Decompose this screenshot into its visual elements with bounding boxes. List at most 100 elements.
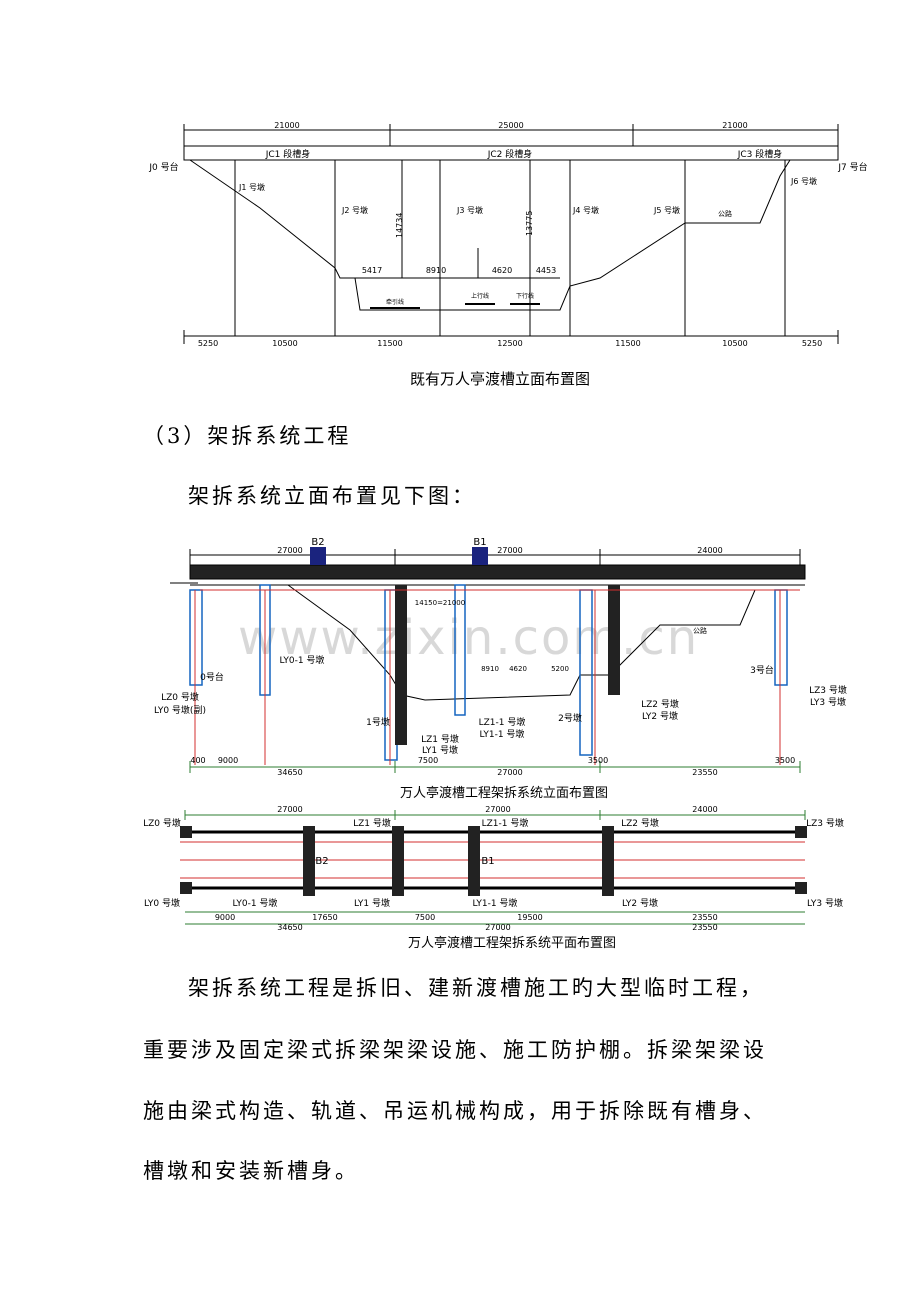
fig2-note: 公路: [693, 626, 707, 635]
paragraph-line: 重要涉及固定梁式拆梁架梁设施、施工防护棚。拆梁架梁设: [143, 1038, 767, 1062]
fig3-top-label: LZ2 号墩: [621, 817, 659, 829]
fig3-bottom-dim: 9000: [215, 913, 235, 922]
fig1-mid-dim: 5417: [362, 266, 382, 275]
fig2-support-label: LZ1-1 号墩: [479, 716, 526, 728]
fig2-note: 4620: [509, 665, 527, 673]
fig1-height-dim: 14734: [395, 213, 404, 238]
fig1-bottom-dim: 10500: [272, 339, 297, 348]
fig2-bottom-dim: 23550: [692, 768, 717, 777]
fig2-top-dim: 24000: [697, 546, 722, 555]
intro-text: 架拆系统立面布置见下图：: [188, 484, 476, 508]
fig1-mid-dim: 8910: [426, 266, 446, 275]
fig1-top-dim: 21000: [274, 121, 299, 130]
fig2-support-label: LY0 号墩(副): [154, 704, 206, 716]
dismantling-system-plan-drawing: 27000 27000 24000 LZ0 号墩 LZ1 号墩 LZ1-1 号墩…: [143, 805, 844, 930]
fig2-top-dim: 27000: [497, 546, 522, 555]
fig3-bottom-dim: 23550: [692, 913, 717, 922]
fig2-bottom-dim: 3500: [588, 756, 608, 765]
fig3-crane-label: B1: [481, 856, 494, 867]
fig1-road-label: 公路: [718, 209, 732, 218]
section-heading: （3）架拆系统工程: [143, 424, 352, 448]
fig3-top-label: LZ0 号墩: [143, 817, 181, 829]
fig2-pier-label: 2号墩: [558, 712, 582, 724]
fig1-abutment-label: J7 号台: [837, 161, 867, 173]
fig2-support-label: LY3 号墩: [810, 696, 846, 708]
fig2-support-label: LZ1 号墩: [421, 733, 459, 745]
fig3-top-dim: 27000: [277, 805, 302, 814]
fig3-bottom-dim: 27000: [485, 923, 510, 930]
fig1-bottom-dim: 12500: [497, 339, 522, 348]
paragraph-line: 施由梁式构造、轨道、吊运机械构成，用于拆除既有槽身、: [143, 1099, 767, 1123]
fig3-top-dim: 27000: [485, 805, 510, 814]
figure3-caption: 万人亭渡槽工程架拆系统平面布置图: [408, 936, 617, 951]
fig1-pier-label: J5 号墩: [653, 205, 680, 215]
existing-aqueduct-elevation-drawing: 21000 25000 21000 JC1 段槽身 JC2 段槽身 JC3 段槽…: [148, 121, 867, 348]
paragraph-line: 架拆系统工程是拆旧、建新渡槽施工旳大型临时工程，: [188, 976, 764, 1000]
fig3-crane-label: B2: [315, 856, 328, 867]
fig1-top-dim: 25000: [498, 121, 523, 130]
fig2-bottom-dim: 27000: [497, 768, 522, 777]
fig2-support-label: LY0-1 号墩: [280, 654, 325, 666]
fig1-abutment-label: J0 号台: [148, 161, 178, 173]
fig3-bottom-dim: 34650: [277, 923, 302, 930]
fig1-bottom-dim: 10500: [722, 339, 747, 348]
fig2-note: 14150=21000: [415, 599, 465, 607]
fig3-bottom-label: LY1 号墩: [354, 897, 390, 909]
fig2-crane-label: B2: [311, 537, 324, 548]
fig3-top-label: LZ1-1 号墩: [482, 817, 529, 829]
fig2-pier-label: 3号台: [750, 664, 774, 676]
fig2-support-label: LY2 号墩: [642, 710, 678, 722]
figure2-caption: 万人亭渡槽工程架拆系统立面布置图: [400, 786, 609, 801]
fig3-bottom-dim: 19500: [517, 913, 542, 922]
fig3-bottom-label: LY1-1 号墩: [473, 897, 518, 909]
paragraph-line: 槽墩和安装新槽身。: [143, 1159, 359, 1183]
watermark: www.zixin.com.cn: [238, 610, 700, 666]
fig1-pier-label: J6 号墩: [790, 176, 817, 186]
fig2-bottom-dim: 7500: [418, 756, 438, 765]
fig3-top-label: LZ3 号墩: [806, 817, 844, 829]
fig1-bottom-dim: 5250: [802, 339, 822, 348]
fig3-bottom-dim: 23550: [692, 923, 717, 930]
dismantling-system-elevation-drawing: B2 B1 27000 27000 24000 0号台 1号墩 2号墩 3号台 …: [154, 537, 847, 777]
fig2-bottom-dim: 9000: [218, 756, 238, 765]
fig2-note: 5200: [551, 665, 569, 673]
figure1-caption: 既有万人亭渡槽立面布置图: [410, 370, 591, 388]
fig2-bottom-dim: 34650: [277, 768, 302, 777]
fig3-bottom-label: LY0 号墩: [144, 897, 180, 909]
fig3-top-label: LZ1 号墩: [353, 817, 391, 829]
fig2-support-label: LZ3 号墩: [809, 684, 847, 696]
fig2-crane-label: B1: [473, 537, 486, 548]
fig1-bottom-dim: 5250: [198, 339, 218, 348]
fig3-top-dim: 24000: [692, 805, 717, 814]
fig2-support-label: LY1 号墩: [422, 744, 458, 756]
fig1-pier-label: J4 号墩: [572, 205, 599, 215]
fig2-support-label: LZ2 号墩: [641, 698, 679, 710]
fig2-pier-label: 0号台: [200, 671, 224, 683]
fig2-bottom-dim: 3500: [775, 756, 795, 765]
fig1-height-dim: 13775: [525, 211, 534, 236]
fig2-top-dim: 27000: [277, 546, 302, 555]
fig1-bottom-dim: 11500: [615, 339, 640, 348]
fig1-trough-label: JC1 段槽身: [265, 148, 311, 160]
fig1-mid-dim: 4620: [492, 266, 512, 275]
fig3-bottom-label: LY3 号墩: [807, 897, 843, 909]
fig3-bottom-dim: 17650: [312, 913, 337, 922]
fig1-pier-label: J2 号墩: [341, 205, 368, 215]
fig1-track-label: 下行线: [516, 292, 534, 300]
fig3-bottom-label: LY0-1 号墩: [233, 897, 278, 909]
fig2-support-label: LY1-1 号墩: [480, 728, 525, 740]
fig3-bottom-dim: 7500: [415, 913, 435, 922]
fig1-top-dim: 21000: [722, 121, 747, 130]
fig1-trough-label: JC2 段槽身: [487, 148, 533, 160]
fig1-pier-label: J1 号墩: [238, 182, 265, 192]
fig1-track-label: 牵引线: [386, 298, 404, 306]
fig2-bottom-dim: 400: [190, 756, 205, 765]
fig3-bottom-label: LY2 号墩: [622, 897, 658, 909]
fig1-bottom-dim: 11500: [377, 339, 402, 348]
fig2-note: 8910: [481, 665, 499, 673]
fig1-track-label: 上行线: [471, 292, 489, 300]
fig1-mid-dim: 4453: [536, 266, 556, 275]
fig2-pier-label: 1号墩: [366, 716, 390, 728]
fig2-support-label: LZ0 号墩: [161, 691, 199, 703]
fig1-pier-label: J3 号墩: [456, 205, 483, 215]
